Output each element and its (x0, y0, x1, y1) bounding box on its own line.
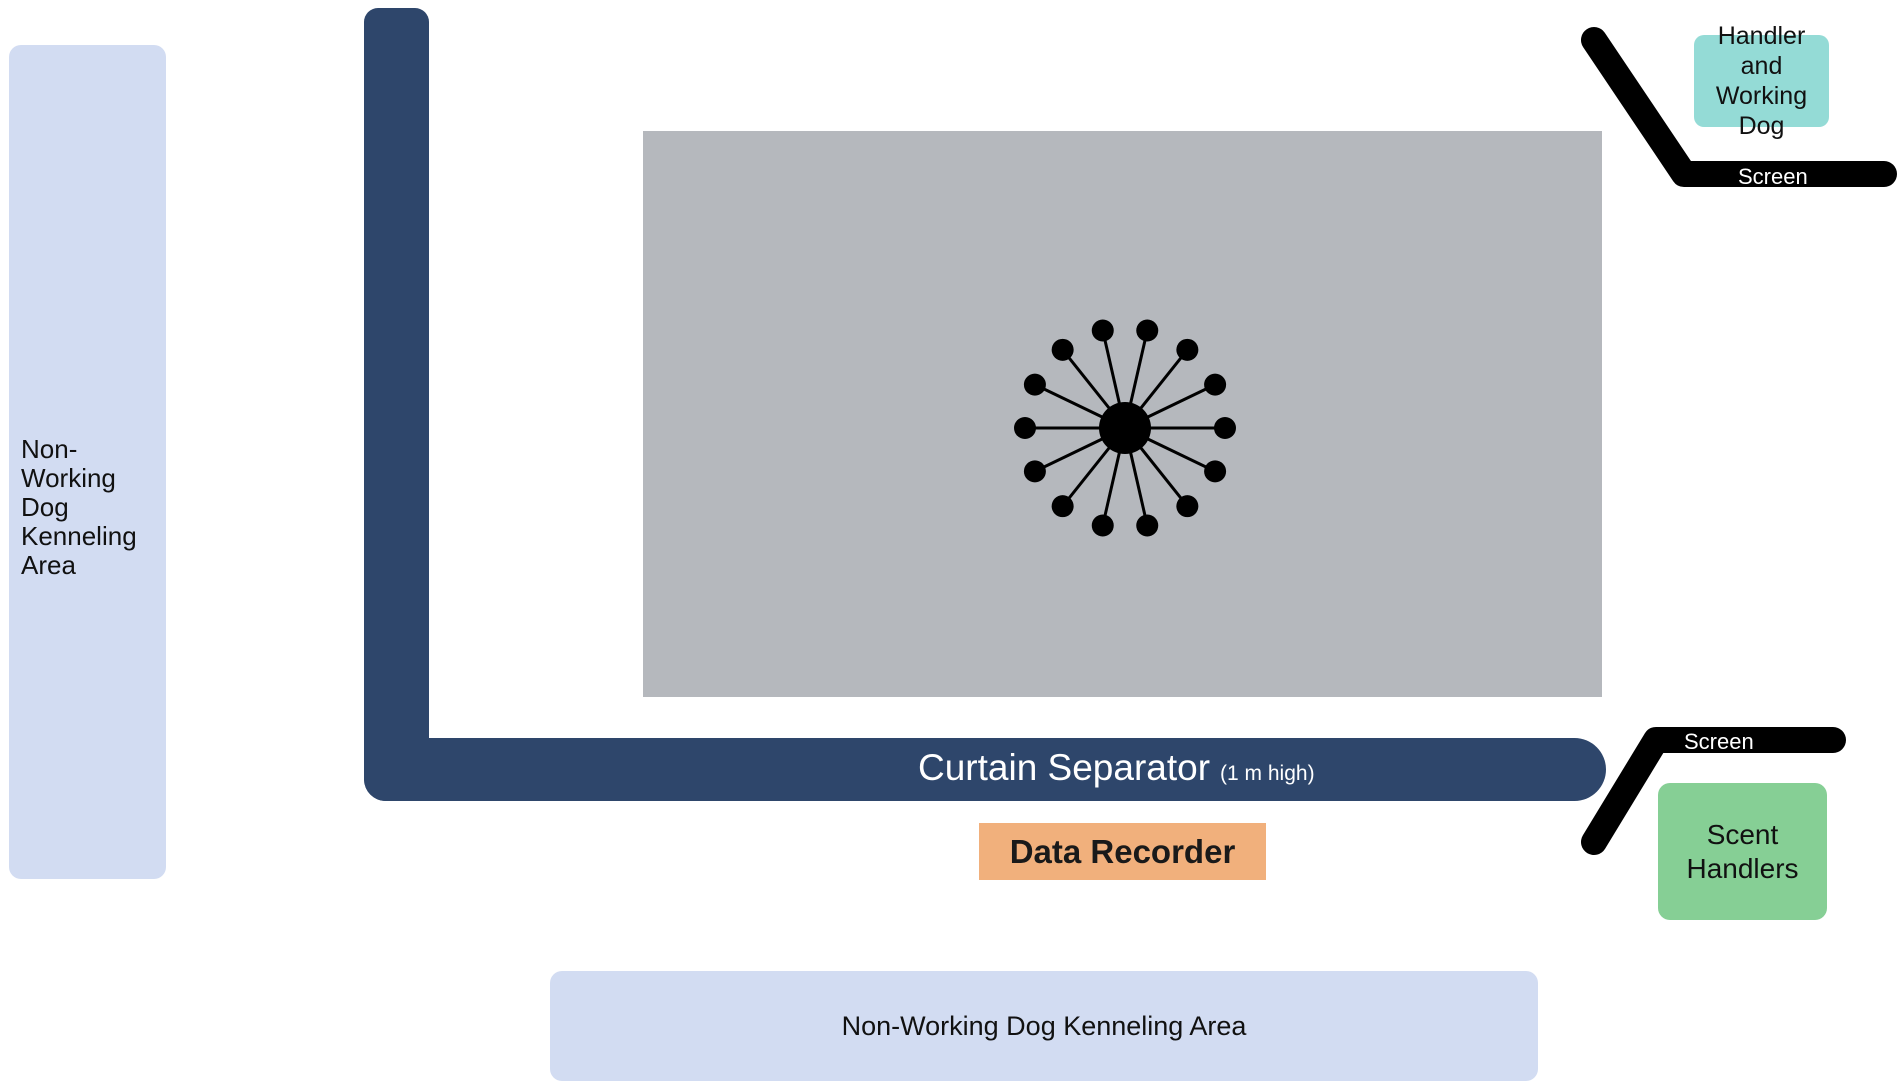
data-recorder-label: Data Recorder (1009, 832, 1236, 870)
sample-port (1136, 319, 1159, 342)
sample-port (1136, 514, 1159, 537)
screen-bottom (1581, 727, 1846, 855)
left-kenneling-area: Non- Working Dog Kenneling Area (9, 45, 166, 879)
sample-port (1091, 319, 1114, 342)
sample-port (1204, 373, 1227, 396)
bottom-kenneling-area: Non-Working Dog Kenneling Area (550, 971, 1538, 1081)
curtain-separator-vertical (364, 8, 429, 801)
sample-port (1051, 495, 1074, 518)
sample-port (1176, 338, 1199, 361)
sample-port (1204, 460, 1227, 483)
sample-port (1023, 373, 1046, 396)
left-kenneling-area-label: Non- Working Dog Kenneling Area (21, 434, 137, 580)
sample-port (1214, 417, 1236, 440)
scent-handlers-label: Scent Handlers (1686, 818, 1799, 884)
data-recorder-box: Data Recorder (979, 823, 1266, 880)
sample-port (1091, 514, 1114, 537)
sample-port (1051, 338, 1074, 361)
scent-handlers-box: Scent Handlers (1658, 783, 1827, 920)
curtain-separator-label: Curtain Separator (918, 747, 1211, 788)
sample-wheel (1014, 319, 1236, 537)
bottom-kenneling-area-label: Non-Working Dog Kenneling Area (841, 1010, 1247, 1041)
handler-and-working-dog-box: Handler and Working Dog (1694, 22, 1829, 140)
wheel-hub (1099, 402, 1151, 454)
handler-and-working-dog-label: Handler and Working Dog (1715, 22, 1808, 140)
screen-top (1581, 27, 1897, 187)
curtain-separator-horizontal (364, 738, 1606, 801)
curtain-height-note: (1 m high) (1220, 762, 1315, 785)
curtain-separator-label-group: Curtain Separator (1 m high) (918, 747, 1315, 791)
screen-top-label: Screen (1738, 164, 1808, 189)
sample-port (1023, 460, 1046, 483)
screen-bottom-label: Screen (1684, 729, 1754, 754)
sample-port (1176, 495, 1199, 518)
sample-port (1014, 416, 1036, 439)
